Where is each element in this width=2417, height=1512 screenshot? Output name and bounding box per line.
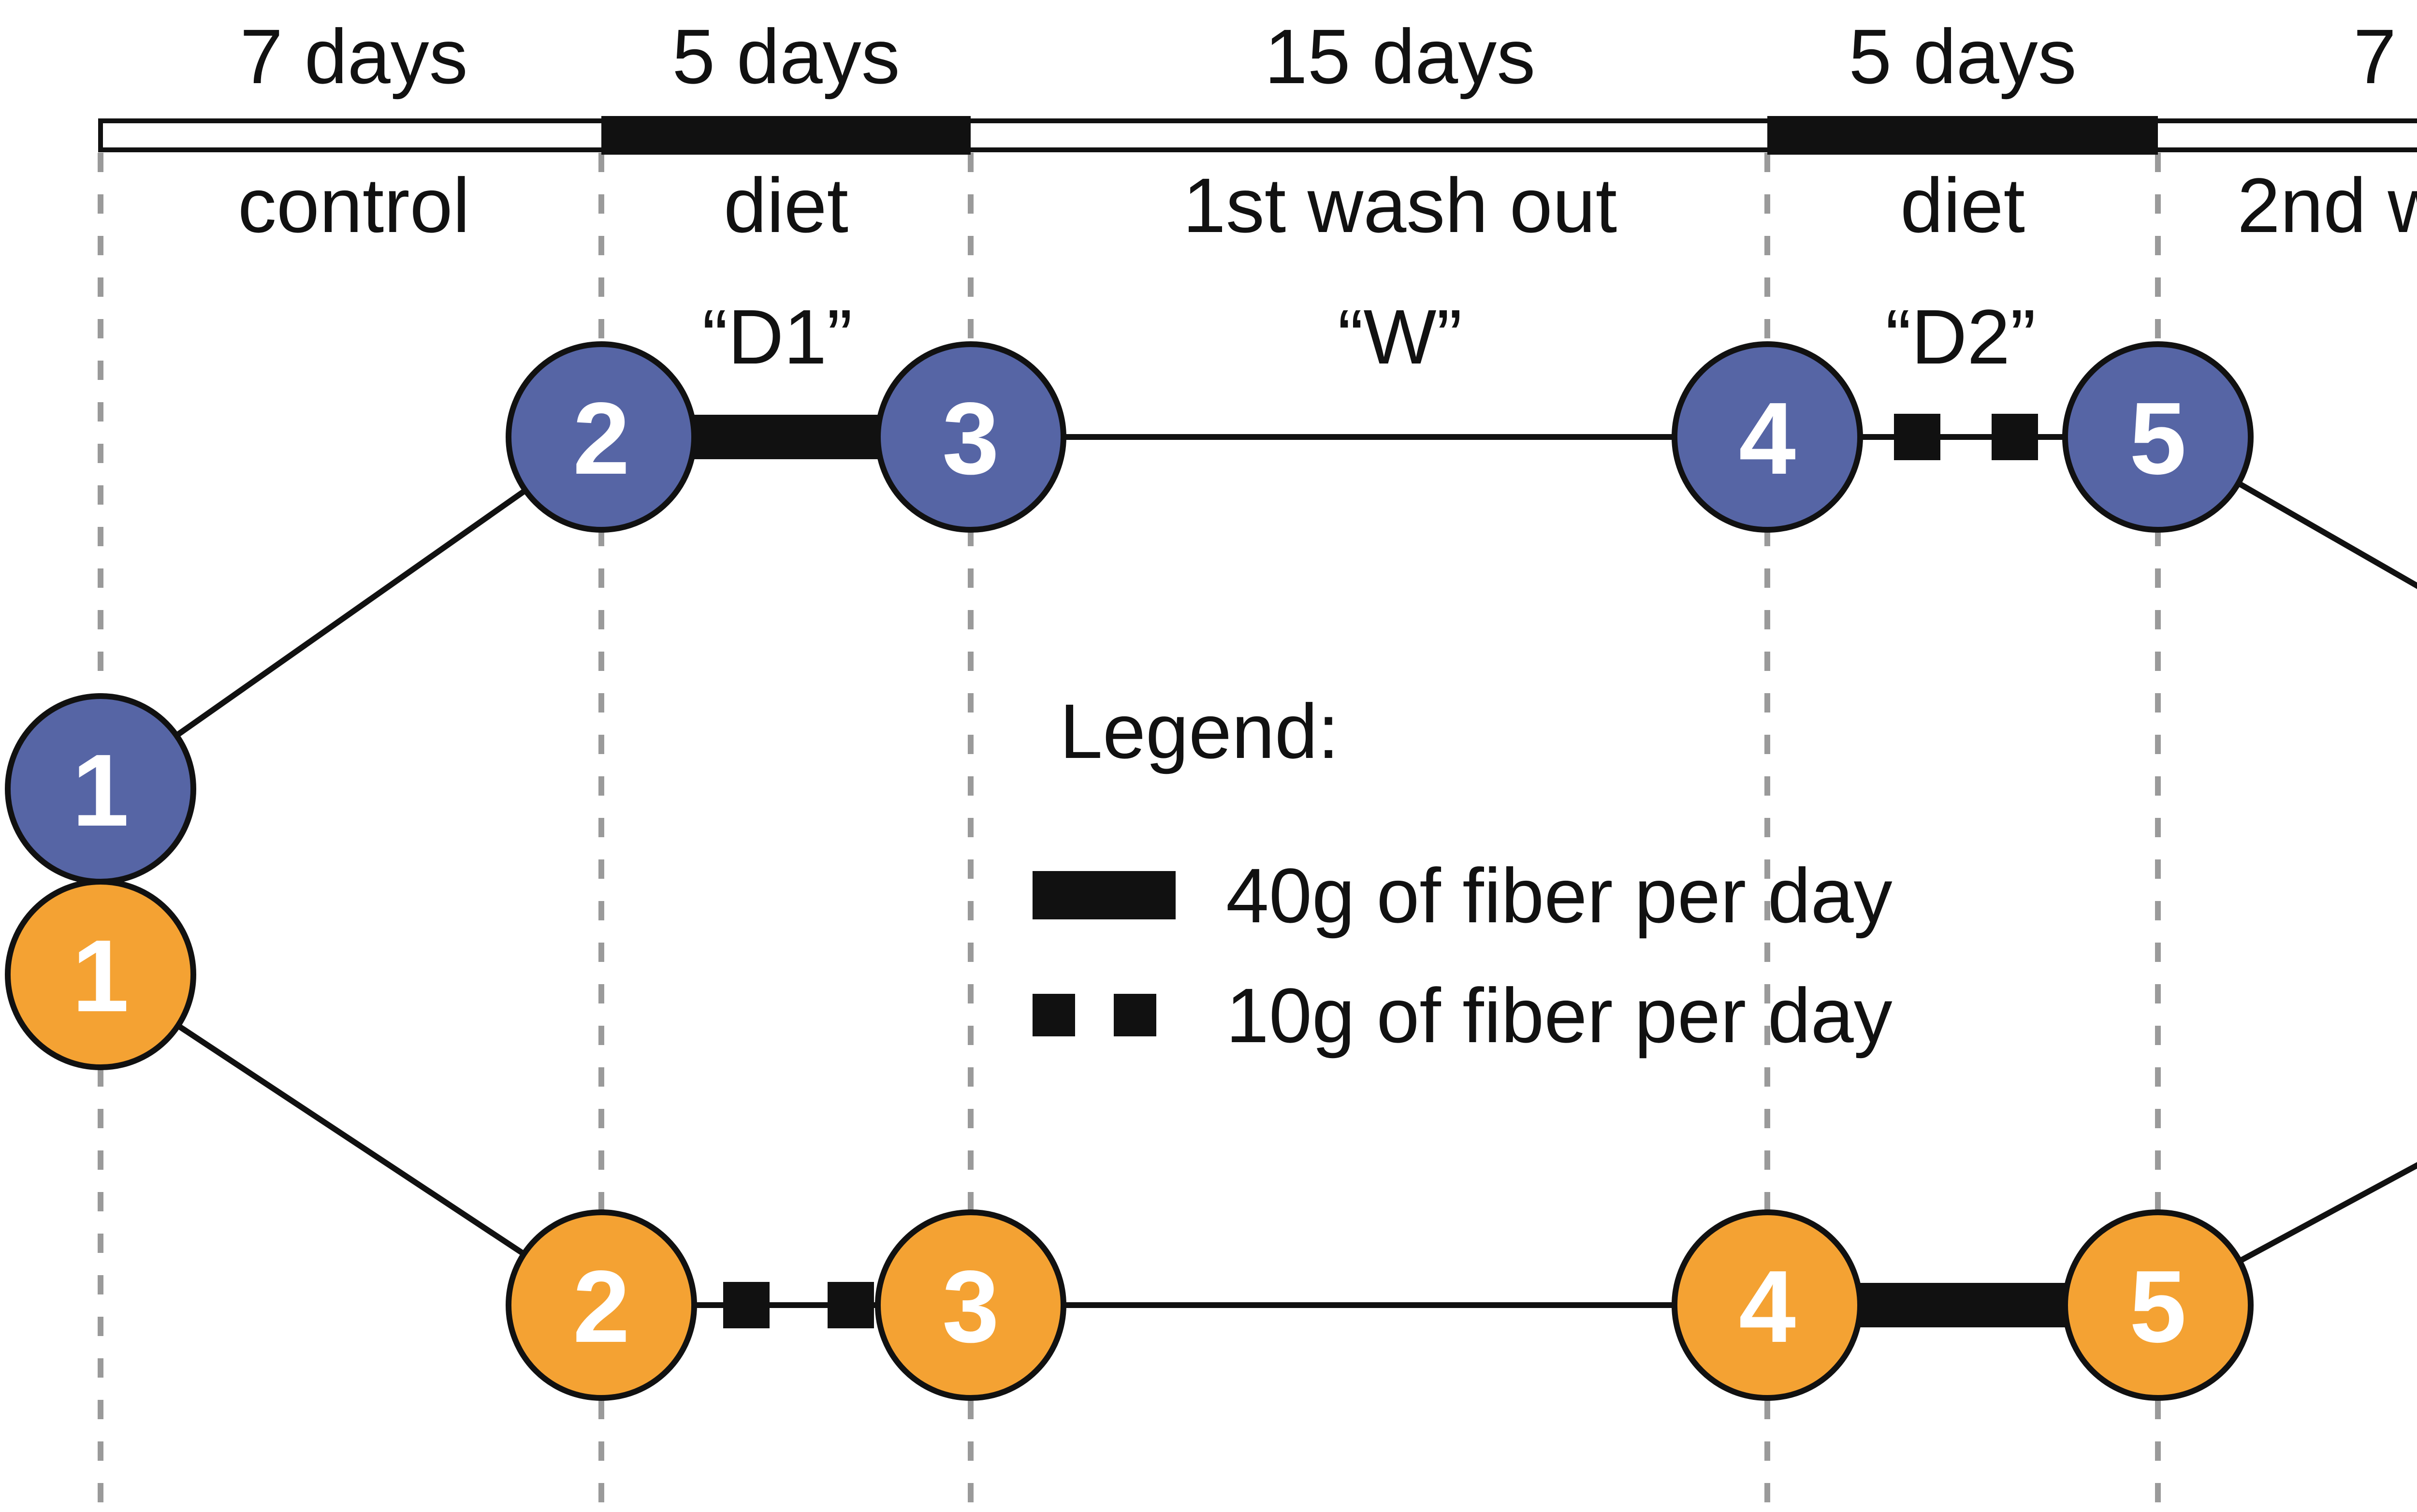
bottom-node-5-circle [2062,1209,2254,1401]
bottom-node-3-circle [875,1209,1066,1401]
connector-bottom-2-3-10g-dash-1 [723,1282,770,1328]
code-label-d2: “D2” [1885,293,2036,380]
connector-top-1-2 [99,435,603,791]
bottom-node-2-circle [506,1209,697,1401]
duration-label-control: 7 days [240,13,467,100]
thick-bar-icon [1033,871,1176,919]
duration-labels: 7 days 5 days 15 days 5 days 7 days [240,13,2417,100]
duration-label-diet2: 5 days [1849,13,2076,100]
connector-top-4-5-10g-dash-2 [1992,414,2038,460]
diet2-bar-segment [1767,116,2158,155]
phase-label-control: control [238,162,470,248]
bottom-node-4-label: 4 [1739,1249,1796,1364]
top-node-2-circle [506,341,697,533]
legend-item-10g-label: 10g of fiber per day [1226,972,1893,1059]
top-node-5-label: 5 [2129,381,2186,495]
phase-label-diet2: diet [1900,162,2025,248]
diet1-bar-segment [601,116,971,155]
top-node-3-label: 3 [942,381,999,495]
phase-label-diet1: diet [724,162,848,248]
connector-bottom-1-2 [99,972,603,1308]
legend-title: Legend: [1060,688,1339,774]
duration-label-washout2: 7 days [2353,13,2417,100]
legend: Legend: 40g of fiber per day 10g of fibe… [1033,688,1893,1059]
bottom-node-4-circle [1672,1209,1863,1401]
connector-bottom-2-3-10g-dash-2 [828,1282,874,1328]
legend-item-40g-label: 40g of fiber per day [1226,852,1893,939]
duration-label-diet1: 5 days [672,13,900,100]
top-arm-nodes: 1 2 3 4 5 6 [5,341,2254,885]
code-label-w: “W” [1338,293,1462,380]
bottom-arm-nodes: 1 2 3 4 5 6 [5,879,2254,1401]
dashed-squares-icon [1114,994,1156,1036]
period-code-labels: “D1” “W” “D2” [702,293,2036,380]
bottom-node-2-label: 2 [573,1249,630,1364]
duration-label-washout1: 15 days [1265,13,1535,100]
code-label-d1: “D1” [702,293,852,380]
phase-label-washout1: 1st wash out [1183,162,1617,248]
top-node-2-label: 2 [573,381,630,495]
top-node-5-circle [2062,341,2254,533]
connector-bottom-5-6 [2156,1162,2417,1308]
top-node-3-circle [875,341,1066,533]
bottom-node-5-label: 5 [2129,1249,2186,1364]
top-node-1-label: 1 [72,733,129,847]
connector-top-4-5-10g-dash-1 [1894,414,1940,460]
connector-top-5-6 [2156,434,2417,589]
top-node-4-label: 4 [1739,381,1796,495]
bottom-node-3-label: 3 [942,1249,999,1364]
bottom-node-1-label: 1 [72,918,129,1033]
bottom-node-1-circle [5,879,196,1070]
dashed-squares-icon [1033,994,1075,1036]
phase-labels: control diet 1st wash out diet 2nd wash … [238,162,2417,248]
phase-label-washout2: 2nd wash out [2237,162,2417,248]
timeline-bar [98,116,2417,155]
top-node-4-circle [1672,341,1863,533]
